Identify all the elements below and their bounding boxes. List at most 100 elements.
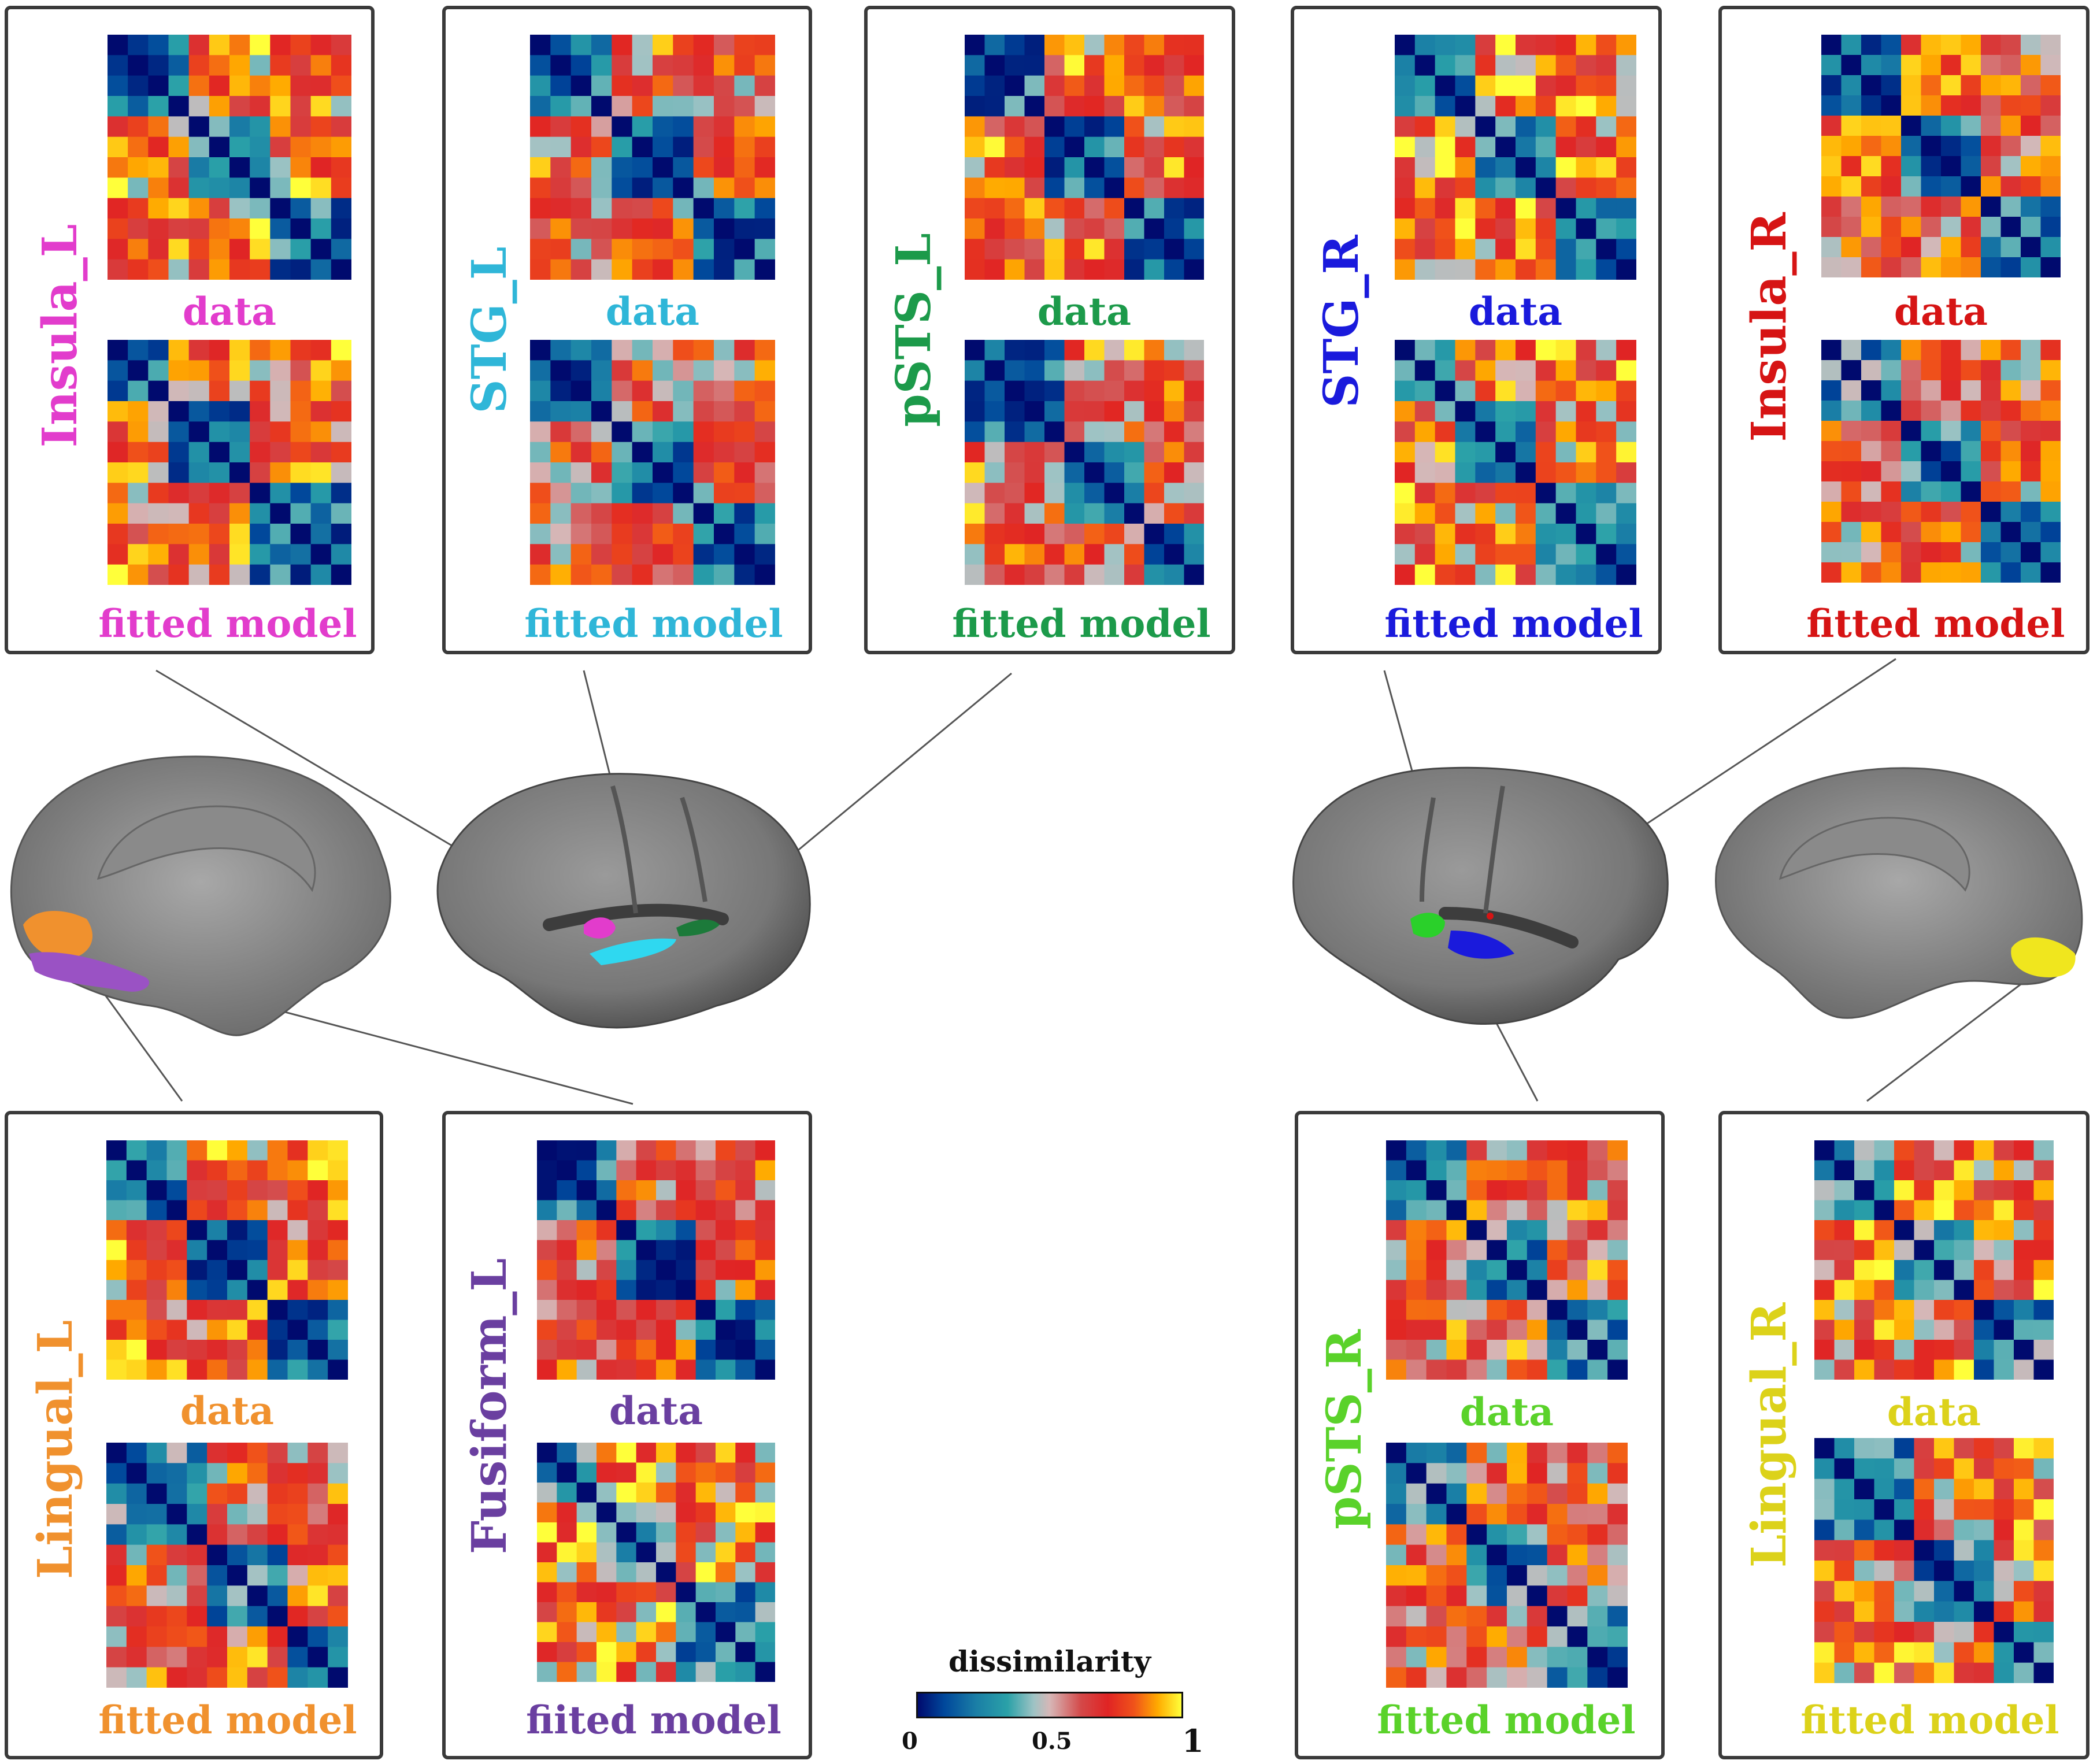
rdm-cell <box>229 524 250 545</box>
rdm-cell <box>1184 136 1204 158</box>
rdm-cell <box>128 75 149 97</box>
rdm-cell <box>1974 1320 1995 1340</box>
rdm-cell <box>168 259 190 280</box>
rdm-cell <box>984 380 1005 402</box>
rdm-cell <box>1901 401 1922 421</box>
rdm-cell <box>1527 1565 1548 1587</box>
panel-lingual-l: Lingual_L data fitted model <box>5 1111 383 1759</box>
rdm-cell <box>1064 259 1085 280</box>
rdm-cell <box>1184 421 1204 443</box>
rdm-cell <box>616 1642 637 1663</box>
rdm-cell <box>1455 75 1476 97</box>
rdm-cell <box>1144 198 1165 219</box>
rdm-cell <box>530 401 551 423</box>
rdm-cell <box>227 1626 248 1648</box>
rdm-cell <box>307 1300 328 1321</box>
rdm-cell <box>537 1522 558 1543</box>
rdm-cell <box>2014 1478 2035 1500</box>
rdm-cell <box>331 239 351 260</box>
rdm-cell <box>537 1602 558 1623</box>
rdm-cell <box>1587 1240 1608 1261</box>
rdm-cell <box>2033 1458 2054 1480</box>
rdm-cell <box>1814 1300 1835 1321</box>
rdm-cell <box>1934 1320 1955 1340</box>
rdm-cell <box>714 503 735 524</box>
rdm-cell <box>290 564 312 585</box>
rdm-cell <box>270 401 291 423</box>
rdm-cell <box>695 1180 716 1201</box>
rdm-cell <box>1921 257 1942 277</box>
rdm-cell <box>207 1140 228 1161</box>
rdm-cell <box>1954 1300 1974 1321</box>
rdm-cell <box>229 360 250 381</box>
rdm-cell <box>1861 35 1882 55</box>
rdm-cell <box>108 157 128 179</box>
rdm-cell <box>1961 380 1981 401</box>
rdm-cell <box>530 544 551 565</box>
rdm-cell <box>1527 1300 1548 1321</box>
rdm-cell <box>636 1602 657 1623</box>
rdm-cell <box>1547 1443 1568 1464</box>
rdm-cell <box>310 55 332 76</box>
rdm-cell <box>1841 35 1862 55</box>
rdm-cell <box>965 259 985 280</box>
rdm-cell <box>1914 1300 1935 1321</box>
rdm-cell <box>166 1504 188 1525</box>
rdm-cell <box>1535 564 1557 585</box>
rdm-cell <box>1466 1300 1487 1321</box>
rdm-cell <box>1466 1240 1487 1261</box>
rdm-cell <box>310 360 332 381</box>
rdm-cell <box>1555 360 1577 381</box>
rdm-cell <box>1466 1463 1487 1484</box>
rdm-cell <box>1475 239 1496 260</box>
rdm-cell <box>984 198 1005 219</box>
rdm-cell <box>328 1585 348 1607</box>
rdm-cell <box>148 483 169 504</box>
rdm-cell <box>250 544 271 565</box>
rdm-cell <box>1507 1524 1528 1546</box>
rdm-cell <box>656 1462 677 1483</box>
rdm-cell <box>570 239 592 260</box>
rdm-cell <box>1914 1458 1935 1480</box>
rdm-cell <box>632 360 653 381</box>
rdm-cell <box>207 1647 228 1668</box>
rdm-cell <box>290 524 312 545</box>
rdm-cell <box>1834 1622 1855 1643</box>
rdm-cell <box>1854 1200 1875 1221</box>
rdm-cell <box>714 136 735 158</box>
rdm-cell <box>267 1180 288 1201</box>
rdm-cell <box>1954 1438 1974 1459</box>
rdm-cell <box>695 1483 716 1503</box>
rdm-cell <box>1475 177 1496 199</box>
rdm-cell <box>636 1562 657 1583</box>
rdm-cell <box>1821 461 1842 482</box>
rdm-cell <box>270 503 291 524</box>
rdm-cell <box>1607 1260 1628 1281</box>
rdm-cell <box>1406 1320 1427 1340</box>
rdm-cell <box>1495 35 1516 56</box>
rdm-cell <box>2021 55 2042 76</box>
rdm-cell <box>1516 462 1536 484</box>
rdm-cell <box>1064 503 1085 524</box>
rdm-cell <box>1386 1180 1407 1201</box>
rdm-cell <box>1941 136 1962 157</box>
rdm-cell <box>597 1280 617 1300</box>
rdm-cell <box>1495 360 1516 381</box>
rdm-cell <box>1921 156 1942 177</box>
rdm-cell <box>2021 217 2042 238</box>
rdm-cell <box>1941 75 1962 96</box>
rdm-cell <box>984 55 1005 76</box>
rdm-cell <box>1535 198 1557 219</box>
rdm-cell <box>734 177 755 199</box>
rdm-cell <box>227 1483 248 1504</box>
rdm-cell <box>1124 239 1145 260</box>
rdm-cell <box>1954 1220 1974 1241</box>
rdm-cell <box>612 136 633 158</box>
rdm-cell <box>1044 380 1065 402</box>
rdm-cell <box>209 483 230 504</box>
rdm-cell <box>2000 421 2021 442</box>
rdm-cell <box>1495 524 1516 545</box>
rdm-cell <box>1414 421 1436 443</box>
rdm-cell <box>1901 75 1922 96</box>
rdm-cell <box>570 75 592 97</box>
